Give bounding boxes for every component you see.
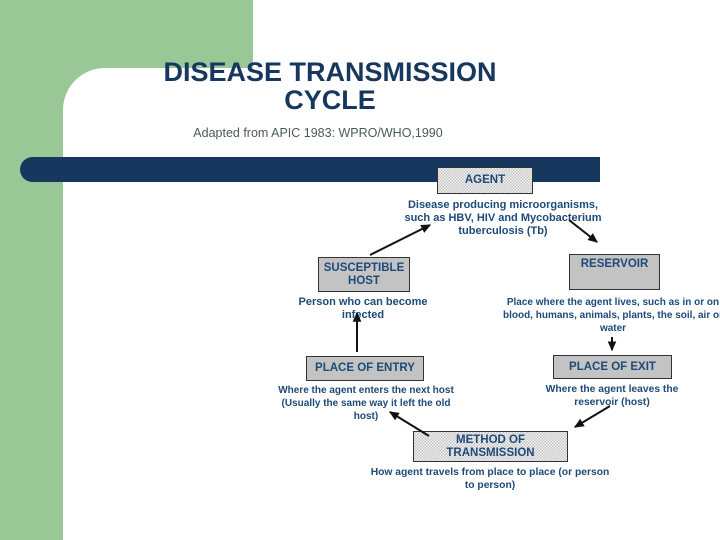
susceptible-host-label: SUSCEPTIBLE HOST: [323, 261, 405, 287]
green-sidebar: [0, 0, 63, 540]
place-of-entry-description: Where the agent enters the next host (Us…: [278, 385, 454, 422]
place-of-exit-description: Where the agent leaves the reservoir (ho…: [545, 384, 679, 408]
method-of-transmission-box: METHOD OF TRANSMISSION: [413, 431, 568, 462]
agent-box: AGENT: [437, 167, 533, 194]
place-of-entry-label: PLACE OF ENTRY: [315, 362, 415, 374]
reservoir-description: Place where the agent lives, such as in …: [502, 297, 720, 334]
content-panel: [63, 68, 720, 540]
place-of-entry-box: PLACE OF ENTRY: [306, 356, 424, 381]
susceptible-host-description: Person who can become infected: [298, 296, 428, 321]
agent-description: Disease producing microorganisms, such a…: [404, 199, 602, 237]
susceptible-host-box: SUSCEPTIBLE HOST: [318, 257, 410, 292]
method-of-transmission-description: How agent travels from place to place (o…: [370, 467, 610, 491]
reservoir-box: RESERVOIR: [569, 254, 660, 290]
green-top-band: [0, 0, 253, 68]
slide-title-line1: DISEASE TRANSMISSION: [163, 57, 497, 87]
slide-title: DISEASE TRANSMISSION CYCLE: [110, 58, 550, 114]
place-of-exit-box: PLACE OF EXIT: [553, 355, 672, 379]
slide-title-line2: CYCLE: [284, 85, 376, 115]
place-of-exit-label: PLACE OF EXIT: [569, 360, 656, 373]
slide-credit: Adapted from APIC 1983: WPRO/WHO,1990: [193, 126, 443, 140]
reservoir-label: RESERVOIR: [580, 258, 649, 270]
agent-label: AGENT: [464, 174, 506, 186]
method-of-transmission-label: METHOD OF TRANSMISSION: [446, 433, 535, 459]
